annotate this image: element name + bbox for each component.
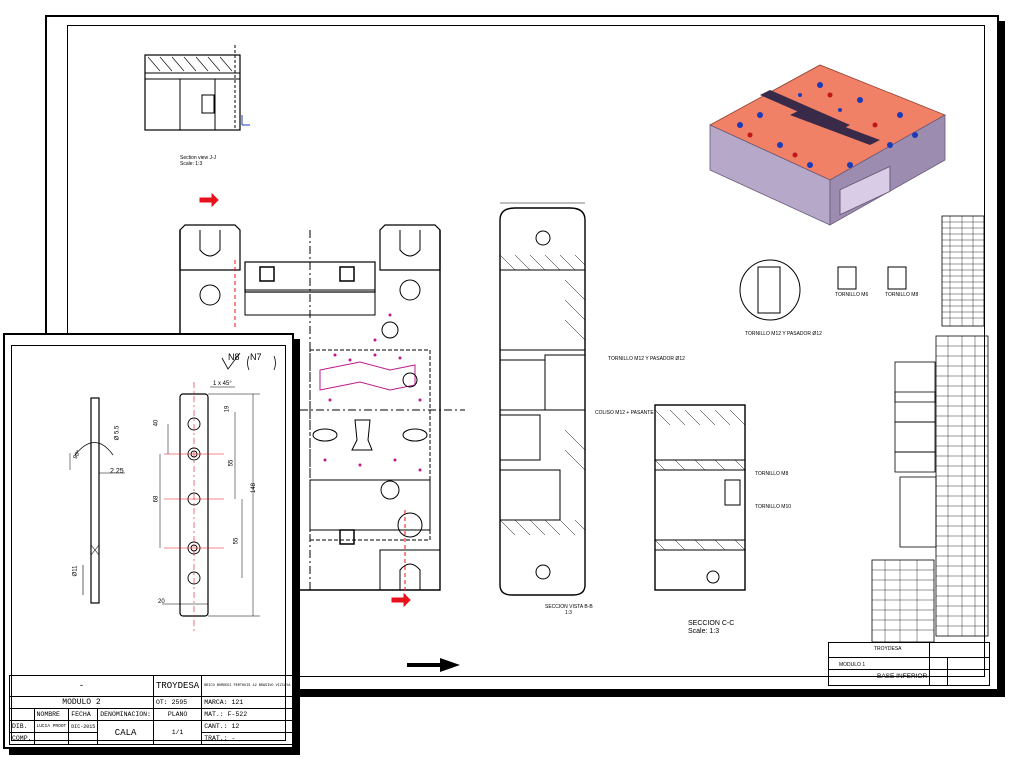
detail-pasador-note: TORNILLO M12 Y PASADOR Ø12 — [745, 331, 822, 337]
dim-20: 20 — [158, 599, 165, 605]
tb-marca: MARCA: 121 — [201, 696, 294, 709]
tb-modulo: MODULO 2 — [9, 696, 154, 709]
dim-68: 68 — [153, 495, 160, 503]
section-jj-scale: Scale: 1:3 — [180, 161, 203, 167]
note-tornillo-m8: TORNILLO M8 — [755, 471, 789, 477]
tb-fecha: FECHA — [68, 708, 99, 721]
detail-m8-note: TORNILLO M8 — [885, 292, 919, 298]
note-tornillo-m10: TORNILLO M10 — [755, 504, 792, 510]
section-cc-scale: Scale: 1:3 — [688, 628, 720, 635]
section-bb-scale: 1:3 — [565, 610, 572, 616]
detail-m6-note: TORNILLO M6 — [835, 292, 869, 298]
isometric-3d-render — [709, 64, 946, 226]
roughness-right: N7 — [250, 352, 262, 362]
tb-company-note: BRICO BORDEGI PERTHUIS 42 BRASIVO VIZCAY… — [201, 675, 294, 697]
back-modulo: MODULO 1 — [839, 662, 866, 668]
dim-55-bottom: 55 — [233, 537, 240, 545]
dim-148: 148 — [251, 482, 258, 494]
dim-chamfer: 1 x 45° — [213, 381, 232, 387]
tb-denominacion: DENOMINACION: — [97, 708, 154, 721]
tb-trat: TRAT.: - — [201, 732, 294, 745]
section-cc-title: SECCION C-C — [688, 620, 735, 627]
cala-side-view — [69, 397, 125, 604]
tb-plano: PLANO — [152, 708, 203, 721]
detail-views — [739, 259, 907, 321]
tb-cant: CANT.: 12 — [201, 720, 294, 733]
dim-40: 40 — [153, 419, 160, 427]
tb-mat: MAT.: F-522 — [201, 708, 294, 721]
section-jj-drawing — [144, 45, 250, 131]
back-title-block: TROYDESA MODULO 1 BASE INFERIOR — [828, 642, 990, 686]
tb-dib-name: LUCIA PROOT — [33, 720, 70, 733]
hole-tables — [871, 215, 989, 643]
section-bb-drawing — [499, 202, 586, 596]
dim-dia: Ø 5.5 — [114, 425, 121, 441]
dim-19: 19 — [224, 405, 231, 413]
dim-55-top: 55 — [228, 459, 235, 467]
back-denomination: BASE INFERIOR — [877, 673, 928, 680]
note-tornillo-m12: TORNILLO M12 Y PASADOR Ø12 — [608, 356, 685, 362]
note-colisa: COLISO M12 + PASANTE — [595, 410, 654, 416]
section-cc-drawing — [654, 404, 746, 591]
section-jj-title: Section view J-J — [180, 155, 217, 161]
tb-part: CALA — [97, 720, 154, 745]
tb-dash: - — [9, 675, 154, 697]
tb-dib-date: DIC-2015 — [68, 720, 99, 733]
tb-dib: DIB. — [9, 720, 35, 733]
tb-sheet: 1/1 — [152, 720, 203, 745]
dim-dia2: Ø11 — [72, 565, 79, 577]
tb-ot-label: OT: — [155, 699, 168, 706]
dim-side: 2.25 — [110, 468, 124, 475]
roughness-symbol — [221, 352, 276, 371]
roughness-left: N8 — [228, 352, 240, 362]
front-title-block: - TROYDESA BRICO BORDEGI PERTHUIS 42 BRA… — [9, 675, 294, 745]
back-company: TROYDESA — [874, 646, 902, 652]
tb-company: TROYDESA — [152, 675, 203, 697]
cala-front-view — [159, 382, 260, 632]
section-bb-title: SECCION VISTA B-B — [545, 604, 593, 610]
tb-ot-value: 2595 — [171, 699, 188, 706]
direction-arrow — [407, 658, 460, 672]
tb-nombre: NOMBRE — [33, 708, 70, 721]
tb-comp: COMP. — [9, 732, 35, 745]
